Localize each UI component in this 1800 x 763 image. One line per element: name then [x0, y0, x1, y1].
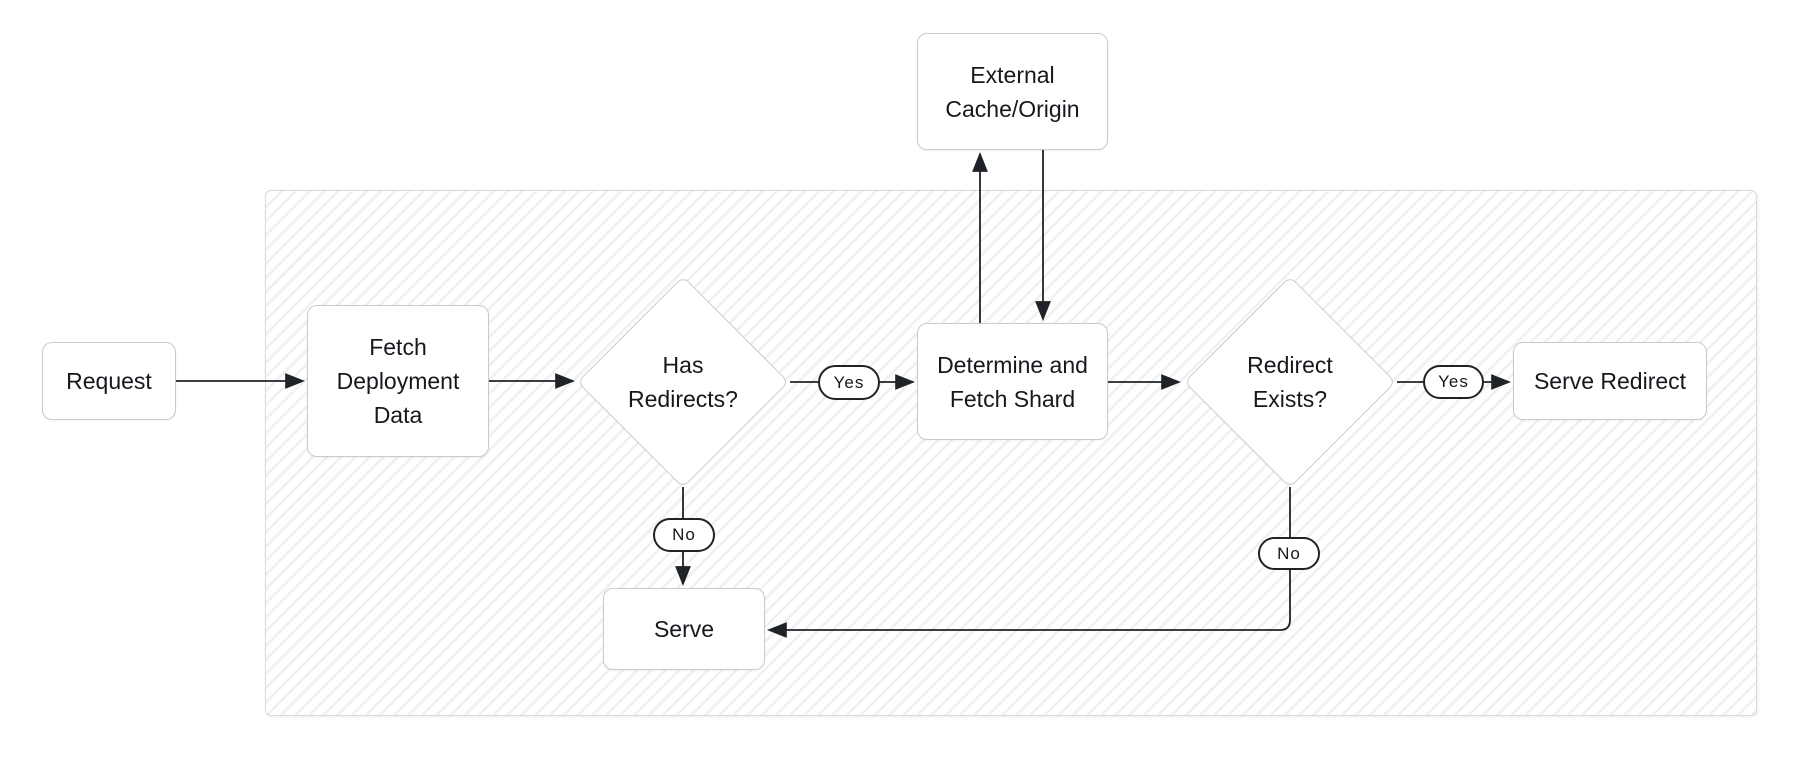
node-serve-label: Serve [653, 616, 715, 642]
edge-label-redirect-exists-yes: Yes [1423, 365, 1484, 399]
node-serve-redirect: Serve Redirect [1513, 342, 1707, 420]
edge-label-redirect-exists-no-text: No [1277, 543, 1301, 563]
node-fetch-deployment-data-label: Fetch Deployment Data [336, 334, 460, 428]
node-fetch-deployment-data: Fetch Deployment Data [307, 305, 489, 457]
edge-label-redirect-exists-yes-text: Yes [1438, 372, 1469, 391]
edge-label-redirect-exists-no: No [1258, 537, 1320, 570]
node-request: Request [42, 342, 176, 420]
edge-label-has-redirects-no-text: No [672, 525, 696, 544]
node-request-label: Request [66, 368, 152, 394]
edge-label-has-redirects-no: No [653, 518, 715, 552]
node-determine-and-fetch-shard-label: Determine and Fetch Shard [937, 351, 1088, 412]
node-external-cache-origin: External Cache/Origin [917, 33, 1108, 150]
edge-label-has-redirects-yes-text: Yes [833, 372, 865, 392]
node-external-cache-origin-label: External Cache/Origin [945, 61, 1080, 122]
node-determine-and-fetch-shard: Determine and Fetch Shard [917, 323, 1108, 440]
node-serve-redirect-label: Serve Redirect [1533, 368, 1687, 394]
node-serve: Serve [603, 588, 765, 670]
edge-label-has-redirects-yes: Yes [818, 365, 880, 400]
hatched-boundary-container [265, 190, 1757, 716]
decision-redirect-exists-label: Redirect Exists? [1247, 352, 1333, 412]
decision-has-redirects-label: Has Redirects? [628, 352, 738, 412]
